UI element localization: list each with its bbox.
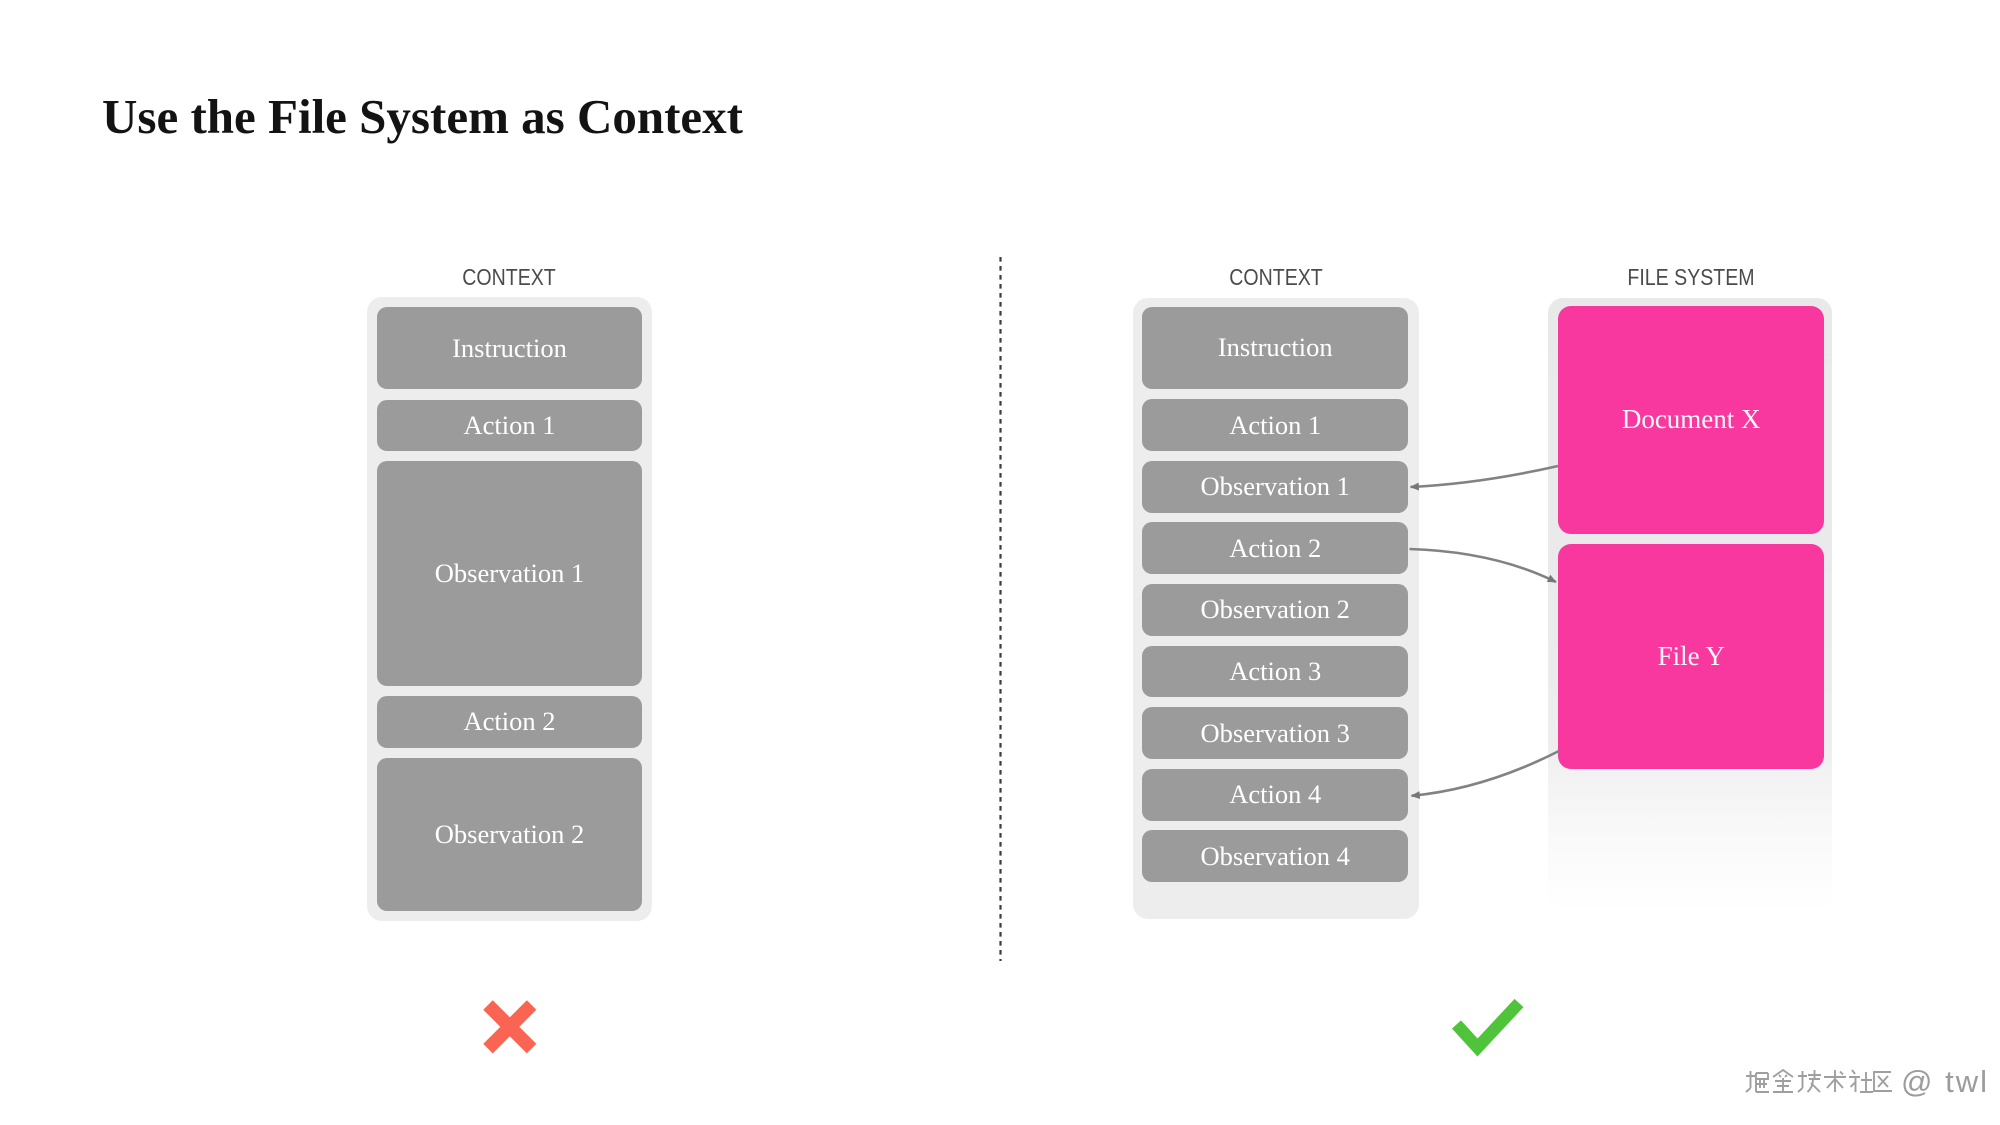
svg-text:@ twl: @ twl [1901, 1064, 1989, 1099]
svg-text:@ twl: @ twl [1902, 1065, 1990, 1100]
